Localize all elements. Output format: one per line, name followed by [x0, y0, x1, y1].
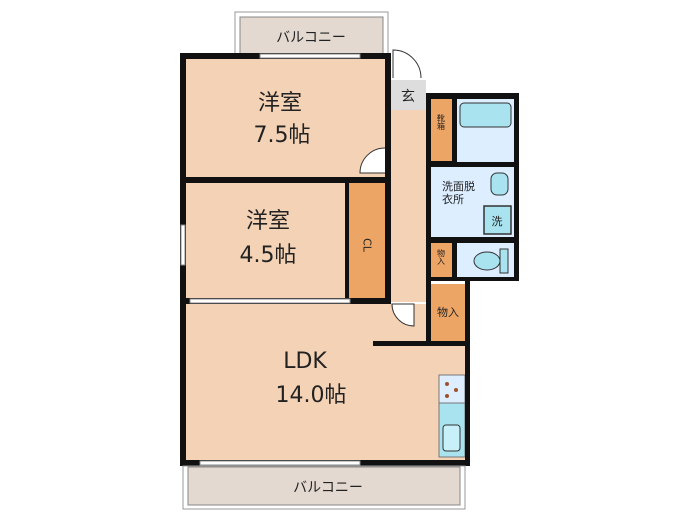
storage-small-label: 物入 — [437, 248, 446, 265]
room-1-name: 洋室 — [258, 91, 302, 116]
bathtub — [459, 102, 512, 128]
shoe-box-label-1: 靴箱 — [437, 113, 446, 131]
hallway — [390, 110, 426, 302]
room-1-size: 7.5帖 — [254, 123, 311, 148]
balcony-top-label: バルコニー — [276, 30, 346, 46]
closet: CL — [349, 183, 385, 299]
western-room-2: 洋室 4.5帖 — [186, 183, 346, 299]
ldk-name: LDK — [283, 349, 327, 374]
shoe-box: 靴箱 — [431, 99, 452, 161]
ldk-size: 14.0帖 — [276, 383, 347, 408]
ldk: LDK 14.0帖 — [186, 304, 466, 460]
toilet — [473, 251, 501, 271]
wash-basin — [490, 172, 509, 196]
storage-large-label: 物入 — [437, 305, 459, 319]
washer-label: 洗 — [492, 215, 503, 228]
balcony-bottom-label: バルコニー — [293, 480, 363, 496]
entrance-label: 玄 — [401, 88, 415, 105]
washroom-label-1: 洗面脱 — [442, 179, 475, 193]
western-room-1: 洋室 7.5帖 — [186, 58, 386, 178]
balcony-bottom: バルコニー — [182, 465, 466, 510]
washroom: 洗面脱 衣所 洗 — [431, 167, 514, 237]
ldk-door-swing — [391, 303, 415, 327]
balcony-top: バルコニー — [234, 11, 389, 57]
kitchen-sink — [442, 424, 461, 452]
bathroom — [457, 99, 514, 162]
washroom-label-2: 衣所 — [442, 192, 464, 206]
closet-label: CL — [361, 238, 374, 253]
storage-small: 物入 — [431, 243, 452, 277]
entrance: 玄 — [390, 80, 426, 110]
room-2-name: 洋室 — [246, 209, 290, 234]
stove — [438, 374, 466, 404]
front-door-swing — [392, 49, 422, 79]
windows — [180, 53, 361, 466]
storage-large: 物入 — [431, 284, 466, 341]
washer-pan — [483, 205, 512, 235]
room-2-size: 4.5帖 — [240, 243, 297, 268]
toilet-room — [457, 243, 514, 277]
toilet-tank — [499, 248, 509, 274]
room-1-door-swing — [359, 147, 386, 174]
